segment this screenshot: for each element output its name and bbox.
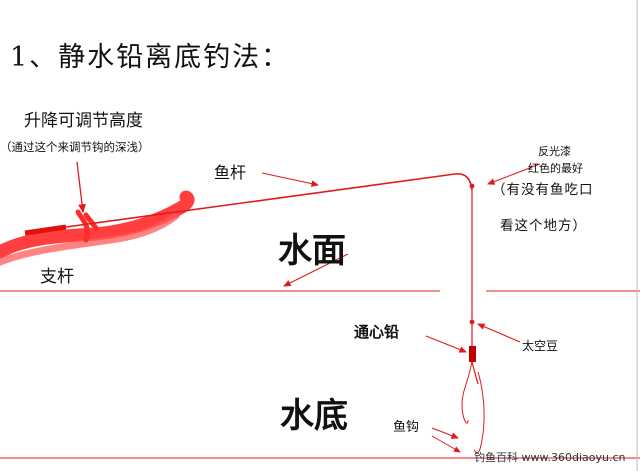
label-reflective-paint: 反光漆 xyxy=(538,145,571,158)
page-title: 1、静水铅离底钓法： xyxy=(10,42,291,73)
arrow-space-bean xyxy=(476,323,521,343)
label-hook: 鱼钩 xyxy=(393,420,420,435)
arrow-reflective xyxy=(486,163,541,185)
arrow-sinker xyxy=(425,335,468,353)
fishing-line-lower xyxy=(471,361,479,385)
arrow-support xyxy=(283,253,349,287)
arrow-bottom xyxy=(431,435,461,453)
label-adjust-description: （通过这个来调节钩的深浅） xyxy=(0,140,150,154)
label-red-best: 红色的最好 xyxy=(528,162,583,175)
label-rod: 鱼杆 xyxy=(214,163,247,182)
label-sinker: 通心铅 xyxy=(354,323,400,341)
label-space-bean: 太空豆 xyxy=(522,339,559,353)
label-water-bottom: 水底 xyxy=(280,396,348,436)
label-support-rod: 支杆 xyxy=(40,267,74,287)
arrow-rod xyxy=(261,172,320,187)
support-brush-stroke xyxy=(0,190,195,259)
label-adjustable-height: 升降可调节高度 xyxy=(24,111,143,131)
label-look-here: 看这个地方） xyxy=(500,218,587,234)
hook-line xyxy=(461,359,485,454)
reflective-tip xyxy=(469,183,475,189)
label-bite-check: （有没有鱼吃口 xyxy=(492,182,594,198)
arrow-hook xyxy=(431,427,460,439)
watermark: 钓鱼百科 www.360diaoyu.cn xyxy=(474,451,626,464)
space-bean-dot xyxy=(469,319,475,325)
support-brush-stroke-2 xyxy=(0,212,180,266)
arrow-adjust xyxy=(76,161,86,214)
label-water-surface: 水面 xyxy=(278,231,346,271)
sinker xyxy=(469,346,476,362)
rod-butt xyxy=(24,224,67,236)
fishing-rod xyxy=(65,173,473,228)
